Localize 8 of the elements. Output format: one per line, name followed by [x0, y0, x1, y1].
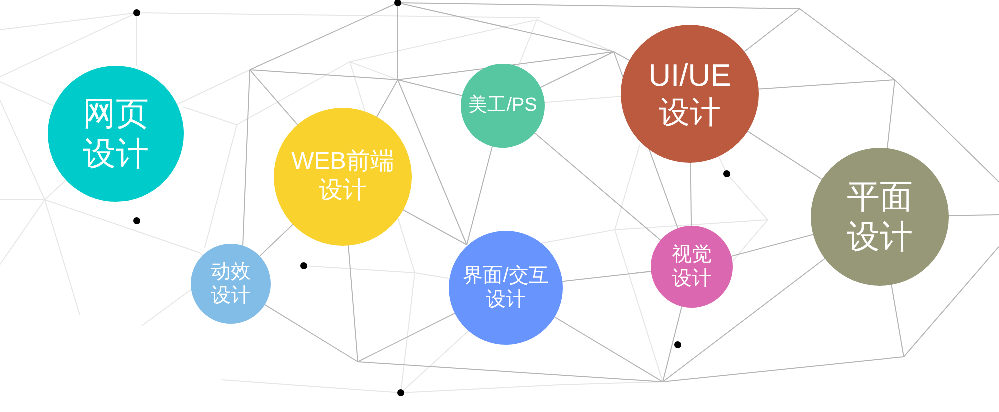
circle-label: 界面/交互设计: [462, 264, 550, 312]
circle-label: 网页设计: [82, 94, 150, 174]
circle-label: 视觉设计: [671, 243, 713, 291]
circle-label: 平面设计: [846, 177, 914, 257]
circle-label: 动效设计: [210, 260, 252, 308]
circle-label: UI/UE设计: [648, 56, 732, 132]
circle-label: WEB前端设计: [290, 148, 396, 206]
circle-label: 美工/PS: [468, 94, 538, 118]
